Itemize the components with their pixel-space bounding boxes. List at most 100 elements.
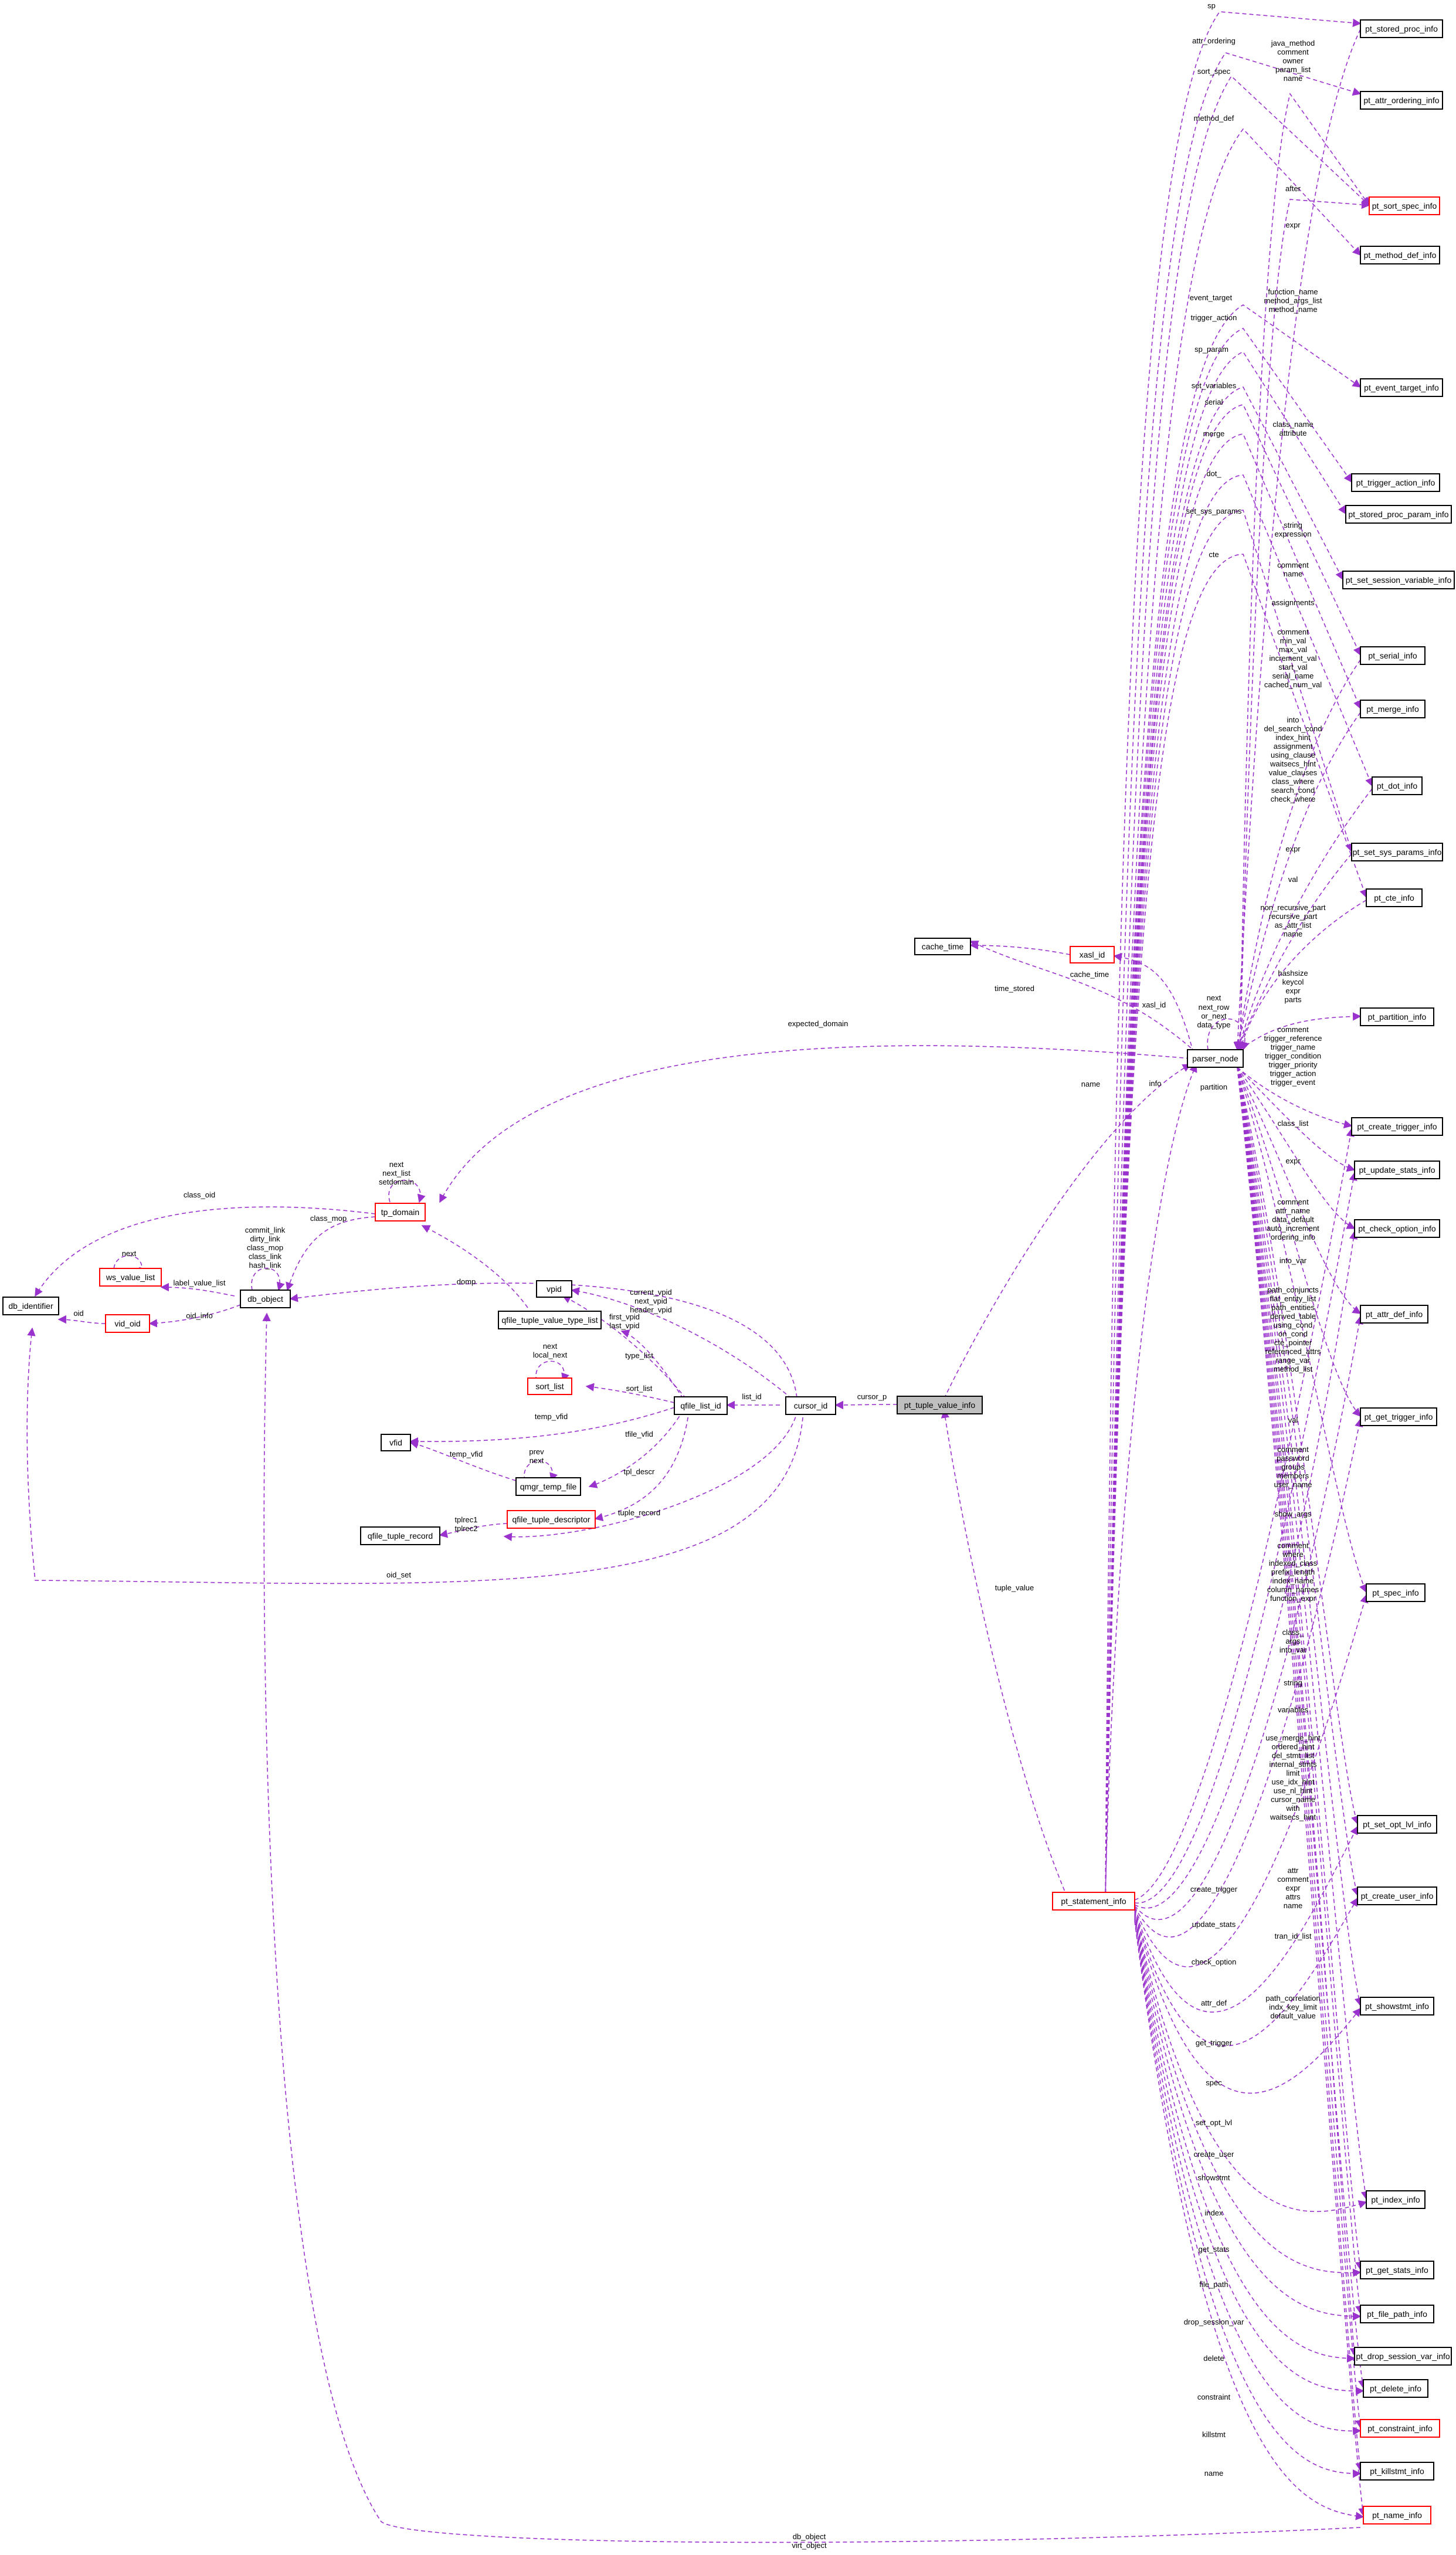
node-box[interactable] [1357, 1886, 1437, 1905]
node-box[interactable] [1360, 700, 1426, 718]
node-box[interactable] [1070, 946, 1115, 963]
node-pt-dot-info[interactable]: pt_dot_info [1372, 776, 1423, 795]
node-vpid[interactable]: vpid [536, 1280, 572, 1298]
node-pt-stored-proc-info[interactable]: pt_stored_proc_info [1360, 19, 1443, 38]
node-box[interactable] [1360, 646, 1426, 665]
node-box[interactable] [1366, 888, 1423, 907]
node-pt-trigger-action-info[interactable]: pt_trigger_action_info [1351, 473, 1440, 492]
node-box[interactable] [360, 1526, 440, 1545]
node-box[interactable] [1366, 1583, 1426, 1602]
node-pt-statement-info[interactable]: pt_statement_info [1052, 1892, 1135, 1911]
node-pt-name-info[interactable]: pt_name_info [1363, 2506, 1431, 2525]
node-box[interactable] [1360, 91, 1443, 110]
node-db-object[interactable]: db_object [240, 1290, 291, 1308]
node-box[interactable] [1363, 2506, 1431, 2525]
node-pt-set-sys-params-info[interactable]: pt_set_sys_params_info [1351, 843, 1443, 861]
node-box[interactable] [381, 1434, 411, 1451]
node-sort-list[interactable]: sort_list [527, 1377, 572, 1395]
node-vid-oid[interactable]: vid_oid [105, 1314, 150, 1333]
node-qfile-list-id[interactable]: qfile_list_id [674, 1396, 728, 1415]
node-box[interactable] [240, 1290, 291, 1308]
node-box[interactable] [1360, 1305, 1428, 1324]
node-box[interactable] [1357, 1815, 1437, 1834]
node-box[interactable] [1351, 843, 1443, 861]
node-pt-set-opt-lvl-info[interactable]: pt_set_opt_lvl_info [1357, 1815, 1437, 1834]
node-pt-update-stats-info[interactable]: pt_update_stats_info [1354, 1161, 1440, 1179]
node-pt-get-trigger-info[interactable]: pt_get_trigger_info [1360, 1407, 1437, 1426]
node-box[interactable] [1372, 776, 1423, 795]
node-box[interactable] [536, 1280, 572, 1298]
node-box[interactable] [515, 1477, 581, 1496]
node-box[interactable] [1354, 1161, 1440, 1179]
node-box[interactable] [1369, 196, 1440, 215]
node-box[interactable] [1345, 505, 1452, 524]
node-ws-value-list[interactable]: ws_value_list [99, 1268, 162, 1287]
node-box[interactable] [1360, 378, 1443, 397]
node-box[interactable] [1360, 19, 1443, 38]
node-box[interactable] [1360, 1407, 1437, 1426]
node-pt-drop-session-var-info[interactable]: pt_drop_session_var_info [1354, 2347, 1452, 2366]
node-qfile-tuple-value-type-list[interactable]: qfile_tuple_value_type_list [498, 1311, 602, 1329]
node-box[interactable] [897, 1396, 983, 1414]
node-qmgr-temp-file[interactable]: qmgr_temp_file [515, 1477, 581, 1496]
node-box[interactable] [1351, 473, 1440, 492]
node-pt-killstmt-info[interactable]: pt_killstmt_info [1360, 2462, 1434, 2481]
node-pt-cte-info[interactable]: pt_cte_info [1366, 888, 1423, 907]
node-pt-index-info[interactable]: pt_index_info [1366, 2190, 1426, 2209]
node-box[interactable] [105, 1314, 150, 1333]
node-vfid[interactable]: vfid [381, 1434, 411, 1451]
node-box[interactable] [785, 1396, 836, 1415]
node-box[interactable] [1360, 1007, 1434, 1026]
node-box[interactable] [1360, 2261, 1434, 2279]
node-qfile-tuple-descriptor[interactable]: qfile_tuple_descriptor [507, 1510, 596, 1529]
node-box[interactable] [527, 1377, 572, 1395]
node-box[interactable] [674, 1396, 728, 1415]
node-pt-delete-info[interactable]: pt_delete_info [1363, 2379, 1428, 2398]
node-box[interactable] [1351, 1117, 1443, 1136]
node-pt-attr-def-info[interactable]: pt_attr_def_info [1360, 1305, 1428, 1324]
node-pt-partition-info[interactable]: pt_partition_info [1360, 1007, 1434, 1026]
node-pt-stored-proc-param-info[interactable]: pt_stored_proc_param_info [1345, 505, 1452, 524]
node-box[interactable] [498, 1311, 602, 1329]
node-pt-tuple-value-info[interactable]: pt_tuple_value_info [897, 1396, 983, 1414]
node-box[interactable] [914, 938, 971, 955]
node-box[interactable] [1366, 2190, 1426, 2209]
node-pt-event-target-info[interactable]: pt_event_target_info [1360, 378, 1443, 397]
node-box[interactable] [2, 1297, 59, 1315]
node-box[interactable] [1360, 1997, 1434, 2016]
node-pt-create-user-info[interactable]: pt_create_user_info [1357, 1886, 1437, 1905]
node-xasl-id[interactable]: xasl_id [1070, 946, 1115, 963]
node-box[interactable] [375, 1203, 426, 1221]
node-box[interactable] [1360, 246, 1440, 264]
node-pt-create-trigger-info[interactable]: pt_create_trigger_info [1351, 1117, 1443, 1136]
node-box[interactable] [1354, 1219, 1440, 1238]
node-pt-merge-info[interactable]: pt_merge_info [1360, 700, 1426, 718]
node-box[interactable] [507, 1510, 596, 1529]
node-qfile-tuple-record[interactable]: qfile_tuple_record [360, 1526, 440, 1545]
node-pt-file-path-info[interactable]: pt_file_path_info [1360, 2305, 1434, 2323]
node-box[interactable] [1363, 2379, 1428, 2398]
node-pt-check-option-info[interactable]: pt_check_option_info [1354, 1219, 1440, 1238]
node-pt-get-stats-info[interactable]: pt_get_stats_info [1360, 2261, 1434, 2279]
node-box[interactable] [1360, 2462, 1434, 2481]
node-pt-attr-ordering-info[interactable]: pt_attr_ordering_info [1360, 91, 1443, 110]
node-db-identifier[interactable]: db_identifier [2, 1297, 59, 1315]
node-pt-constraint-info[interactable]: pt_constraint_info [1360, 2419, 1440, 2438]
node-pt-serial-info[interactable]: pt_serial_info [1360, 646, 1426, 665]
node-box[interactable] [99, 1268, 162, 1287]
node-pt-showstmt-info[interactable]: pt_showstmt_info [1360, 1997, 1434, 2016]
node-pt-spec-info[interactable]: pt_spec_info [1366, 1583, 1426, 1602]
node-box[interactable] [1360, 2419, 1440, 2438]
node-pt-sort-spec-info[interactable]: pt_sort_spec_info [1369, 196, 1440, 215]
node-pt-method-def-info[interactable]: pt_method_def_info [1360, 246, 1440, 264]
node-pt-set-session-variable-info[interactable]: pt_set_session_variable_info [1342, 571, 1455, 589]
node-box[interactable] [1342, 571, 1455, 589]
node-box[interactable] [1354, 2347, 1452, 2366]
node-parser-node[interactable]: parser_node [1187, 1049, 1244, 1068]
node-box[interactable] [1052, 1892, 1135, 1911]
node-cache-time[interactable]: cache_time [914, 938, 971, 955]
node-box[interactable] [1187, 1049, 1244, 1068]
node-tp-domain[interactable]: tp_domain [375, 1203, 426, 1221]
node-cursor-id[interactable]: cursor_id [785, 1396, 836, 1415]
node-box[interactable] [1360, 2305, 1434, 2323]
